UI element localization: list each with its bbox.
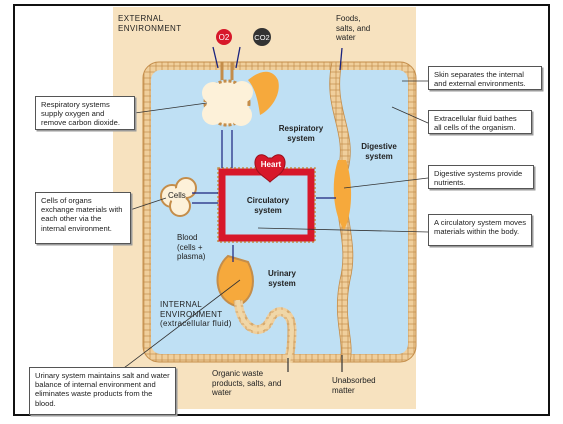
callout-respiratory: Respiratory systems supply oxygen and re… [35, 96, 135, 130]
callout-extracellular: Extracellular fluid bathes all cells of … [428, 110, 532, 134]
external-environment-label: EXTERNAL ENVIRONMENT [118, 14, 190, 33]
circulatory-system-label: Circulatory system [236, 196, 300, 215]
foods-label: Foods, salts, and water [336, 14, 380, 43]
cells-label: Cells [168, 191, 186, 201]
urinary-system-label: Urinary system [262, 269, 302, 288]
co2-label: CO2 [254, 33, 269, 42]
callout-urinary: Urinary system maintains salt and water … [29, 367, 176, 415]
callout-digestive: Digestive systems provide nutrients. [428, 165, 534, 189]
blood-label: Blood (cells + plasma) [177, 233, 215, 262]
o2-label: O2 [219, 33, 230, 42]
heart-label: Heart [258, 160, 284, 170]
internal-environment-label: INTERNAL ENVIRONMENT (extracellular flui… [160, 300, 232, 329]
callout-skin: Skin separates the internal and external… [428, 66, 542, 90]
unabsorbed-matter-label: Unabsorbed matter [332, 376, 382, 395]
digestive-system-label: Digestive system [356, 142, 402, 161]
callout-cells: Cells of organs exchange materials with … [35, 192, 131, 244]
callout-circulatory: A circulatory system moves materials wit… [428, 214, 532, 246]
respiratory-system-label: Respiratory system [271, 124, 331, 143]
organic-waste-label: Organic waste products, salts, and water [212, 369, 282, 398]
